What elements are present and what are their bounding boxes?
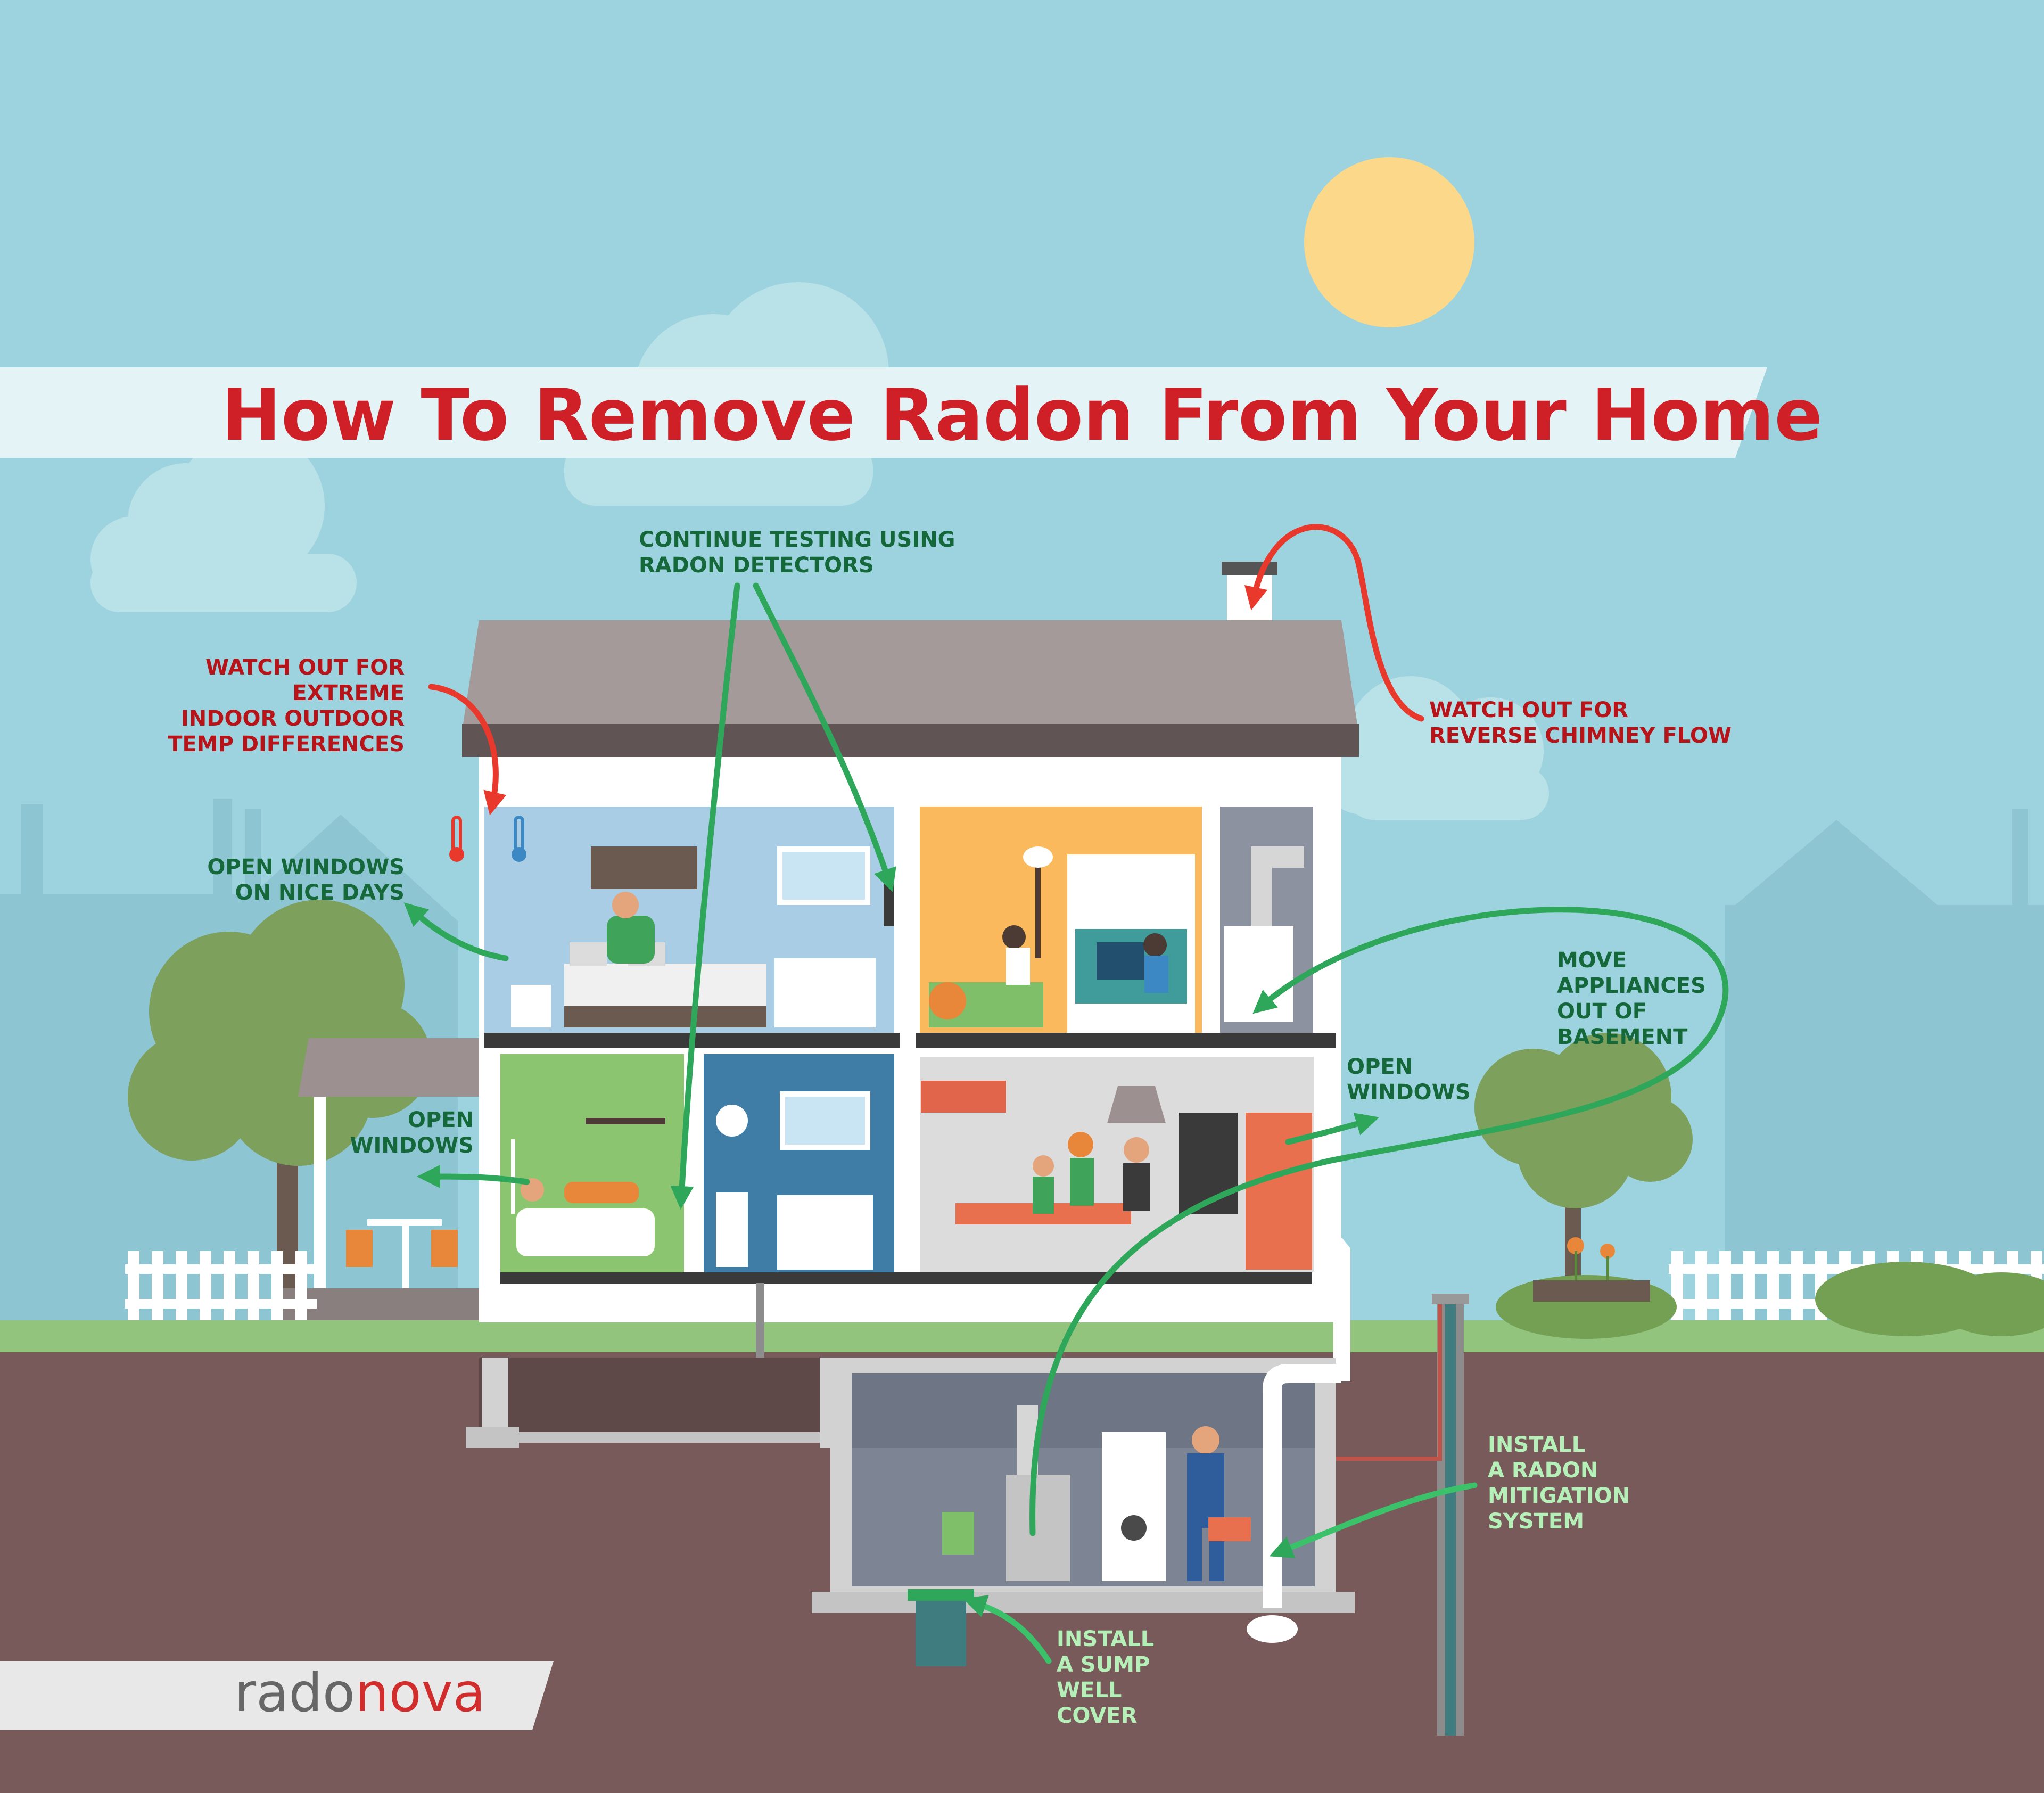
bathroom <box>704 1054 894 1272</box>
label-continue-testing: CONTINUE TESTING USING RADON DETECTORS <box>639 528 955 578</box>
arrow-temp <box>428 684 507 816</box>
arrow-mitigation <box>1269 1482 1478 1559</box>
arrow-detector-2 <box>753 582 896 892</box>
fence-left <box>125 1251 317 1320</box>
arrow-detector-1 <box>670 582 740 1210</box>
crawlspace <box>466 1358 841 1448</box>
label-watch-temp: WATCH OUT FOR EXTREME INDOOR OUTDOOR TEM… <box>168 655 405 756</box>
logo-text-part1: rado <box>234 1662 356 1724</box>
label-open-windows-left: OPEN WINDOWS <box>350 1108 474 1158</box>
arrow-move-appliances <box>1029 907 1729 1536</box>
label-install-sump: INSTALL A SUMP WELL COVER <box>1057 1627 1155 1728</box>
arrow-chimney <box>1244 524 1424 722</box>
bedroom <box>484 807 894 1033</box>
pergola <box>274 1038 482 1320</box>
arrow-open-windows-nice <box>403 902 509 961</box>
living-room <box>500 1054 684 1272</box>
label-open-windows-nice: OPEN WINDOWS ON NICE DAYS <box>207 855 405 905</box>
logo-plate <box>0 1661 554 1730</box>
kitchen <box>920 1057 1314 1272</box>
logo-text-part2: nova <box>355 1662 486 1724</box>
tree-right <box>1474 1033 1693 1310</box>
flower-planter <box>1533 1237 1650 1302</box>
house <box>462 562 1359 1381</box>
basement <box>812 1358 1355 1666</box>
title-ribbon <box>0 367 1767 458</box>
monitoring-well <box>1336 1294 1469 1736</box>
arrow-open-windows-right <box>1285 1113 1380 1145</box>
label-open-windows-right: OPEN WINDOWS <box>1347 1055 1471 1105</box>
kids-room <box>920 807 1202 1033</box>
thermometer-icon <box>512 816 526 862</box>
page-title: How To Remove Radon From Your Home <box>221 374 1823 457</box>
thermometer-icon <box>449 816 464 862</box>
roof <box>463 620 1357 724</box>
chimney <box>1227 572 1272 620</box>
radonova-logo: radonova <box>234 1661 485 1725</box>
label-watch-chimney: WATCH OUT FOR REVERSE CHIMNEY FLOW <box>1429 698 1732 748</box>
cloud <box>90 431 357 612</box>
grass <box>0 1320 2044 1352</box>
arrow-sump <box>963 1595 1052 1664</box>
label-install-mitigation: INSTALL A RADON MITIGATION SYSTEM <box>1488 1433 1630 1534</box>
arrow-open-windows-left <box>417 1165 530 1189</box>
label-move-appliances: MOVE APPLIANCES OUT OF BASEMENT <box>1557 948 1706 1049</box>
sun <box>1304 157 1474 327</box>
